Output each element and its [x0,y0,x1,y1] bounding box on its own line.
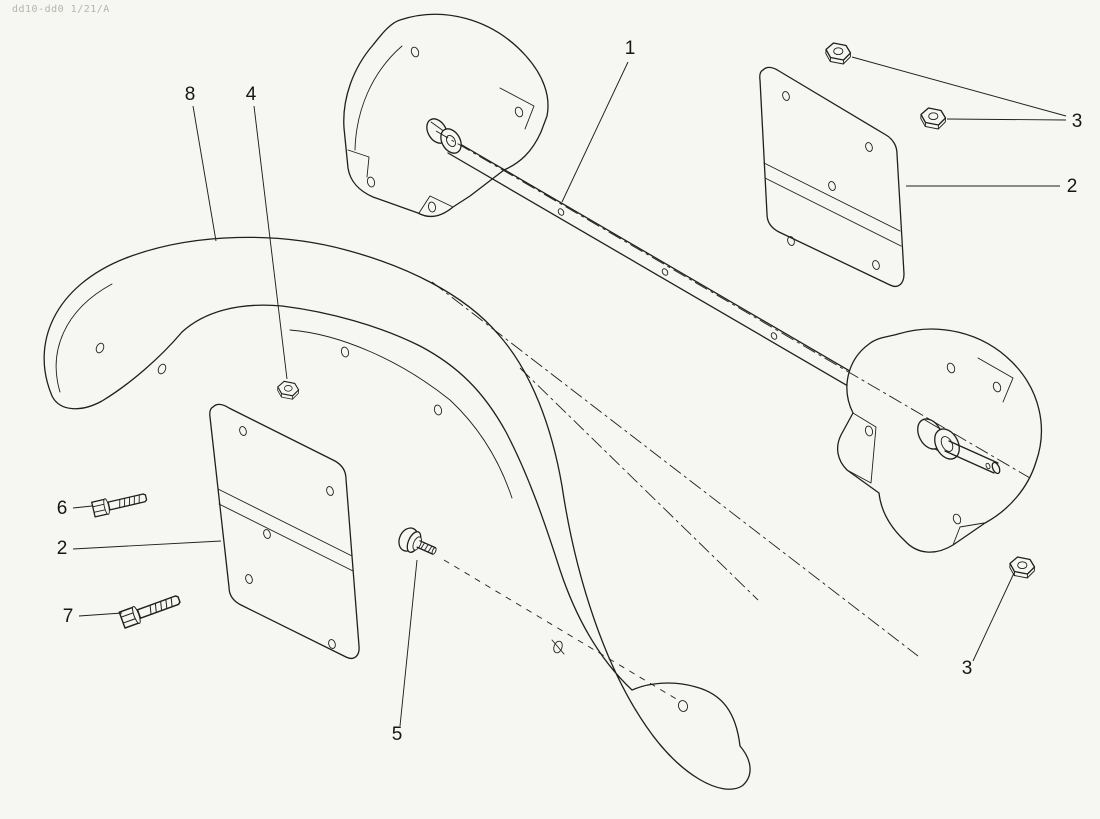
leader-line-7 [78,612,123,617]
shear-bolt-alignment-line [443,559,679,701]
leader-line-8 [192,105,217,242]
mounting-plate-right [759,66,905,288]
mounting-plate-left [209,403,360,660]
callouts: 1 3 2 8 4 6 2 7 5 3 [57,38,1083,745]
callout-label-6: 6 [57,498,68,519]
leader-line-1 [561,61,629,203]
callout-label-1: 1 [625,38,636,59]
shaft-holes [557,208,778,340]
bolt-holes [864,362,1002,525]
hex-bolt-lower [118,590,183,630]
callout-label-2-left: 2 [57,538,68,559]
leader-line-5 [399,559,418,727]
flight-holes [95,342,689,712]
leader-line-6 [72,505,93,509]
callout-label-7: 7 [63,606,74,627]
center-lines [431,130,1031,657]
auger-hub-right [917,418,1001,475]
hex-nut-top-1 [825,42,852,65]
plate-holes [239,426,336,649]
pitch-line-lower [519,367,759,601]
callout-label-4: 4 [246,84,257,105]
fasteners [90,42,1036,701]
spiral-flight [43,236,751,790]
hex-nut-center [277,380,300,400]
callout-label-3-bottom: 3 [962,658,973,679]
shear-bolt [398,527,437,555]
leader-line-2-left [72,540,222,550]
leader-line-3b [946,118,1067,121]
leader-line-3c [972,572,1015,662]
plate-holes [782,91,880,270]
hidden-flight-edge [289,329,513,499]
leader-line-3a [851,56,1067,117]
callout-label-2-right: 2 [1067,176,1078,197]
callout-label-5: 5 [392,724,403,745]
shaft-centerline [435,130,1031,479]
plate-stamp: dd10-dd0 1/21/A [12,4,110,15]
bolt-holes [366,46,524,213]
leader-line-4 [253,105,288,380]
hex-bolt-upper [90,489,149,519]
pitch-line-upper [431,281,919,657]
auger-hub-left [426,118,462,154]
hex-nut-top-2 [920,107,947,130]
callout-label-8: 8 [185,84,196,105]
callout-label-3-top: 3 [1072,111,1083,132]
auger-disc-left [343,13,549,218]
